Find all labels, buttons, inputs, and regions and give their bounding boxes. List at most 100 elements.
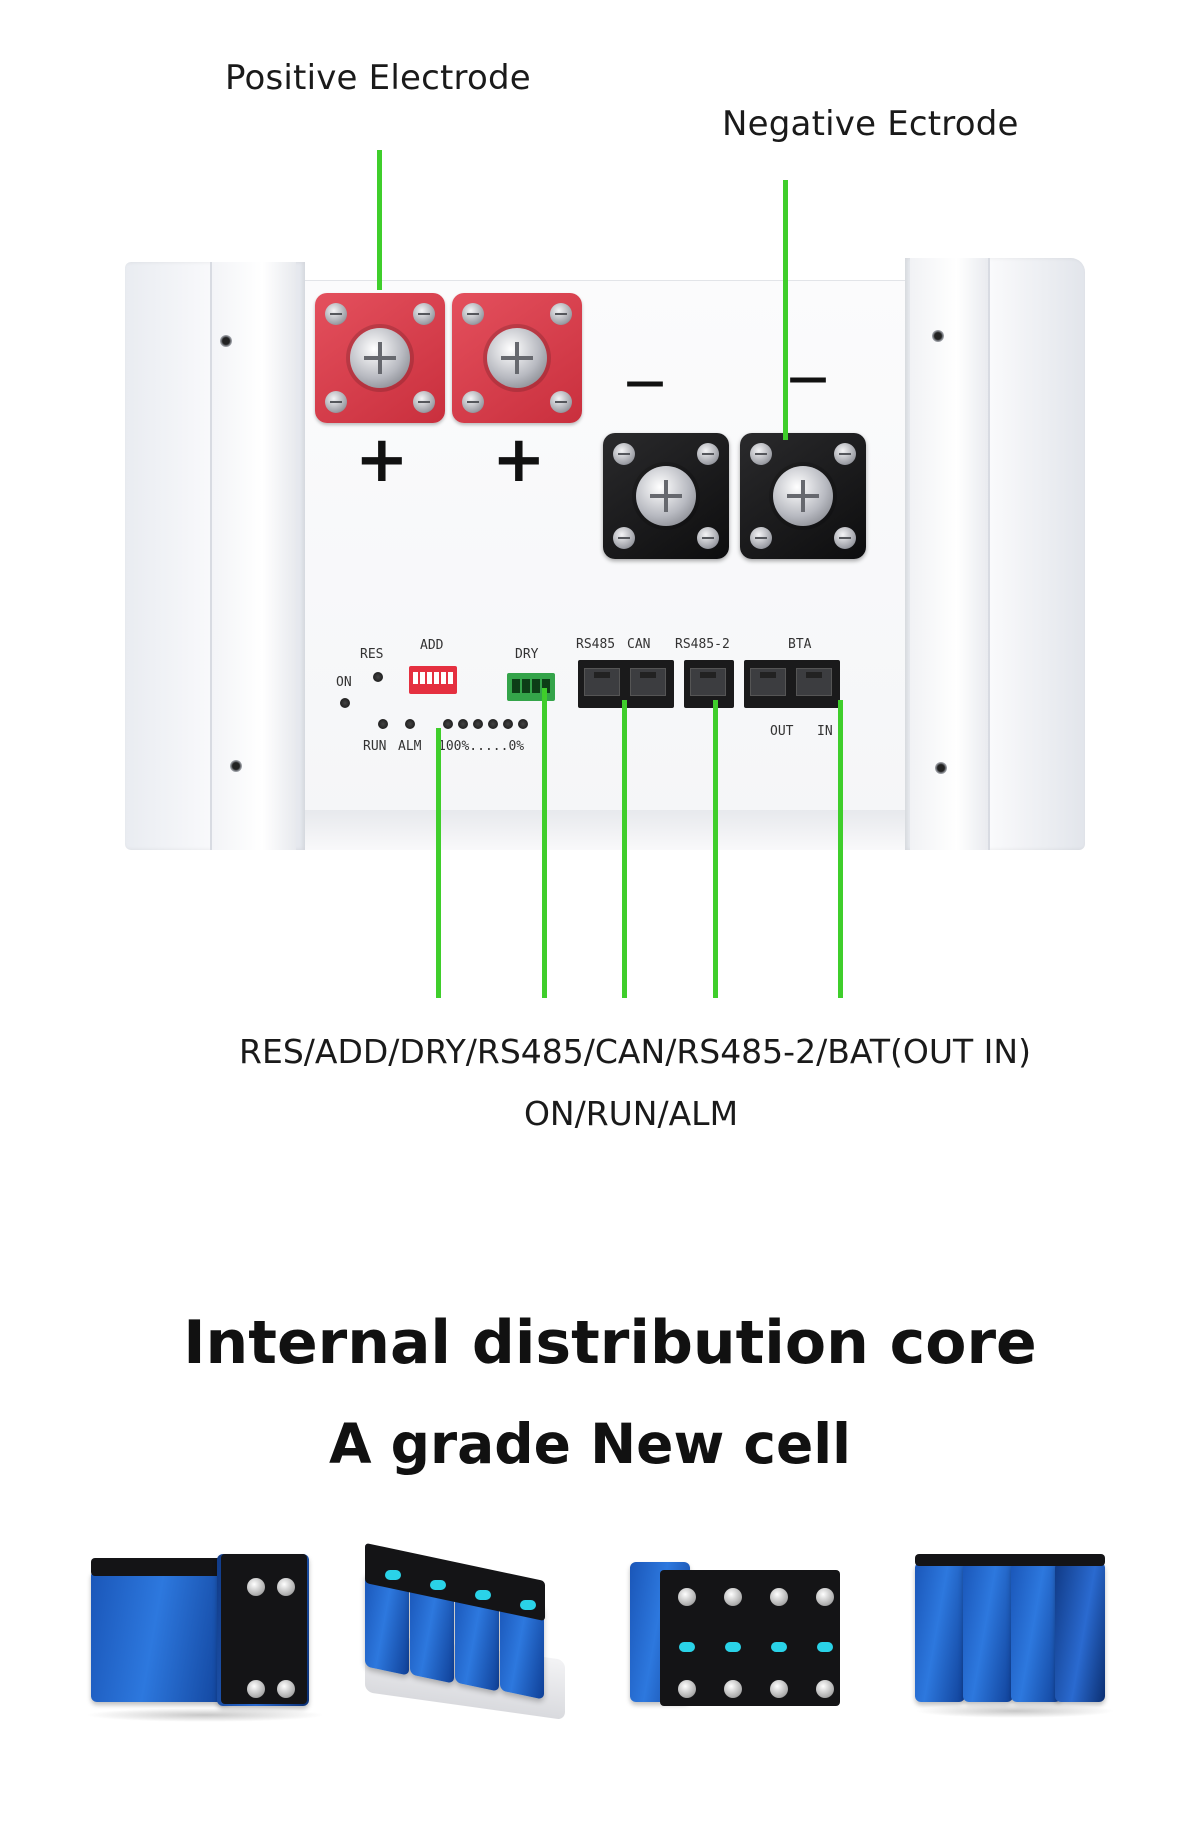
screw-icon	[325, 391, 347, 413]
interfaces-caption: RES/ADD/DRY/RS485/CAN/RS485-2/BAT(OUT IN…	[239, 1032, 1031, 1071]
cell-image-3	[630, 1552, 850, 1717]
run-indicator	[378, 719, 388, 729]
left-bracket-fold	[210, 262, 296, 850]
terminal-cap-icon	[678, 1680, 696, 1698]
negative-electrode-label: Negative Ectrode	[722, 104, 1019, 144]
mounting-hole	[935, 762, 947, 774]
screw-icon	[613, 527, 635, 549]
screw-icon	[325, 303, 347, 325]
terminal-cap-icon	[816, 1680, 834, 1698]
bat-port-block[interactable]	[744, 660, 840, 708]
dry-label: DRY	[515, 647, 539, 662]
screw-icon	[697, 527, 719, 549]
on-indicator	[340, 698, 350, 708]
bat-in-port[interactable]	[796, 668, 832, 696]
soc-scale-label: 100%.....0%	[438, 739, 525, 754]
out-label: OUT	[770, 724, 794, 739]
screw-icon	[413, 303, 435, 325]
vent-icon	[520, 1600, 536, 1610]
cell-image-2	[355, 1536, 575, 1721]
positive-terminal-2[interactable]	[452, 293, 582, 423]
can-port[interactable]	[630, 668, 666, 696]
port-leader-line	[622, 700, 627, 998]
soc-indicator	[503, 719, 513, 729]
screw-icon	[462, 303, 484, 325]
screw-icon	[462, 391, 484, 413]
terminal-cap-icon	[724, 1588, 742, 1606]
cell-image-1	[85, 1548, 325, 1722]
run-label: RUN	[363, 739, 387, 754]
soc-indicator	[518, 719, 528, 729]
terminal-stud-icon	[487, 328, 547, 388]
port-leader-line	[436, 728, 441, 998]
screw-icon	[550, 303, 572, 325]
port-leader-line	[713, 700, 718, 998]
terminal-cap-icon	[247, 1578, 265, 1596]
vent-icon	[725, 1642, 741, 1652]
panel-lip	[305, 810, 905, 850]
cell-image-4	[915, 1548, 1115, 1718]
terminal-cap-icon	[678, 1588, 696, 1606]
negative-terminal-2[interactable]	[740, 433, 866, 559]
battery-front-panel: + + — — RES ADD DRY ON RUN ALM 100%.....…	[120, 250, 1090, 860]
terminal-cap-icon	[724, 1680, 742, 1698]
bta-label: BTA	[788, 637, 812, 652]
mounting-hole	[230, 760, 242, 772]
screw-icon	[750, 443, 772, 465]
screw-icon	[697, 443, 719, 465]
reset-button[interactable]	[373, 672, 383, 682]
negative-leader-line	[783, 180, 788, 440]
screw-icon	[834, 527, 856, 549]
port-leader-line	[542, 688, 547, 998]
section-subtitle: A grade New cell	[328, 1412, 852, 1476]
terminal-cap-icon	[770, 1680, 788, 1698]
vent-icon	[385, 1570, 401, 1580]
dry-contact-connector[interactable]	[507, 673, 555, 701]
soc-indicator	[443, 719, 453, 729]
plus-sign: +	[355, 423, 409, 497]
screw-icon	[550, 391, 572, 413]
positive-terminal-1[interactable]	[315, 293, 445, 423]
mounting-hole	[932, 330, 944, 342]
plus-sign: +	[492, 423, 546, 497]
terminal-cap-icon	[277, 1680, 295, 1698]
vent-icon	[817, 1642, 833, 1652]
negative-terminal-1[interactable]	[603, 433, 729, 559]
terminal-cap-icon	[816, 1588, 834, 1606]
mounting-hole	[220, 335, 232, 347]
terminal-cap-icon	[277, 1578, 295, 1596]
rs485-2-port-block[interactable]	[684, 660, 734, 708]
minus-sign: —	[625, 359, 665, 405]
port-leader-line	[838, 700, 843, 998]
rs485-port[interactable]	[584, 668, 620, 696]
section-title: Internal distribution core	[183, 1308, 1037, 1378]
add-label: ADD	[420, 638, 444, 653]
soc-indicator	[488, 719, 498, 729]
positive-electrode-label: Positive Electrode	[225, 58, 531, 98]
screw-icon	[834, 443, 856, 465]
soc-indicator	[458, 719, 468, 729]
alm-indicator	[405, 719, 415, 729]
bat-out-port[interactable]	[750, 668, 786, 696]
terminal-cap-icon	[770, 1588, 788, 1606]
screw-icon	[613, 443, 635, 465]
rs485-2-port[interactable]	[690, 668, 726, 696]
positive-leader-line	[377, 150, 382, 290]
vent-icon	[771, 1642, 787, 1652]
terminal-stud-icon	[350, 328, 410, 388]
right-bracket-fold	[910, 258, 990, 850]
on-label: ON	[336, 675, 352, 690]
alm-label: ALM	[398, 739, 422, 754]
vent-icon	[475, 1590, 491, 1600]
minus-sign: —	[788, 355, 828, 401]
screw-icon	[750, 527, 772, 549]
in-label: IN	[817, 724, 833, 739]
rs485-label: RS485	[576, 637, 616, 652]
terminal-stud-icon	[636, 466, 696, 526]
soc-indicator	[473, 719, 483, 729]
add-dip-switch[interactable]	[409, 666, 457, 694]
terminal-stud-icon	[773, 466, 833, 526]
vent-icon	[430, 1580, 446, 1590]
vent-icon	[679, 1642, 695, 1652]
res-label: RES	[360, 647, 384, 662]
